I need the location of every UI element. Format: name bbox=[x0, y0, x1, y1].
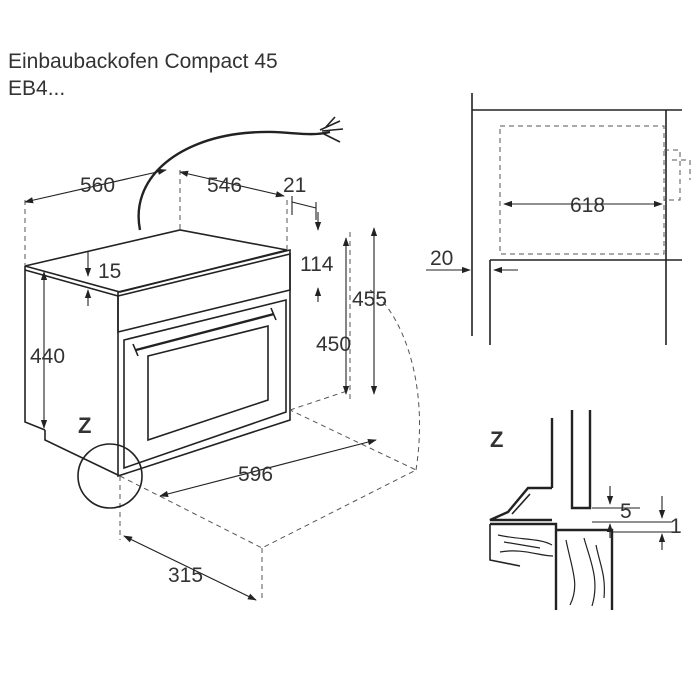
title-line-1: Einbaubackofen Compact 45 bbox=[8, 50, 278, 73]
handle-brackets bbox=[132, 307, 277, 357]
oven-bottom-edge bbox=[44, 430, 121, 477]
dim-1-ext bbox=[612, 521, 672, 533]
cabinet-outline-extra bbox=[24, 170, 351, 411]
dim-21-line bbox=[291, 201, 317, 209]
oven-isometric-view: Z 560 546 21 15 440 114 455 450 596 bbox=[24, 116, 420, 601]
dim-596-line bbox=[159, 438, 377, 498]
dim-315: 315 bbox=[168, 564, 203, 587]
detail-z-view: Z 5 1 bbox=[489, 410, 682, 610]
detail-z-marker: Z bbox=[78, 413, 91, 438]
detail-z-label: Z bbox=[490, 427, 503, 452]
dim-315-line bbox=[123, 535, 257, 601]
section-oven-outline bbox=[499, 125, 665, 255]
title-block: Einbaubackofen Compact 45 EB4... bbox=[8, 48, 278, 102]
detail-z-circle bbox=[77, 443, 143, 509]
cabinet-outline bbox=[119, 232, 420, 600]
wood-grain bbox=[497, 534, 605, 607]
dim-455: 455 bbox=[352, 288, 387, 311]
dim-21: 21 bbox=[283, 174, 306, 197]
dim-596: 596 bbox=[238, 463, 273, 486]
dim-618: 618 bbox=[570, 194, 605, 217]
oven-window bbox=[147, 324, 269, 442]
dim-20: 20 bbox=[430, 247, 453, 270]
dim-560: 560 bbox=[80, 174, 115, 197]
dim-5-ext bbox=[592, 507, 640, 523]
oven-left-side bbox=[24, 266, 46, 431]
dim-1: 1 bbox=[670, 515, 682, 538]
dim-546: 546 bbox=[207, 174, 242, 197]
dim-114: 114 bbox=[300, 253, 334, 276]
dim-440: 440 bbox=[30, 345, 65, 368]
detail-oven-foot bbox=[489, 486, 552, 522]
detail-shelf-edge bbox=[489, 524, 521, 567]
oven-front-frame bbox=[117, 248, 291, 478]
section-view: 618 20 bbox=[426, 93, 691, 345]
dim-21-ext bbox=[291, 196, 317, 220]
section-shelf bbox=[489, 259, 682, 345]
title-line-2: EB4... bbox=[8, 77, 66, 100]
cable-end-strands bbox=[319, 116, 344, 143]
dim-546-line bbox=[179, 170, 285, 198]
oven-top-edge bbox=[24, 269, 119, 297]
detail-front-panel bbox=[550, 410, 592, 510]
control-panel bbox=[117, 252, 291, 334]
dim-560-line bbox=[24, 168, 167, 204]
oven-door bbox=[123, 298, 287, 470]
detail-foot-inner bbox=[511, 493, 531, 515]
door-handle bbox=[135, 312, 275, 352]
dim-450: 450 bbox=[316, 333, 351, 356]
dim-5: 5 bbox=[620, 500, 632, 523]
dim-15: 15 bbox=[98, 260, 121, 283]
section-oven-back bbox=[664, 149, 691, 201]
